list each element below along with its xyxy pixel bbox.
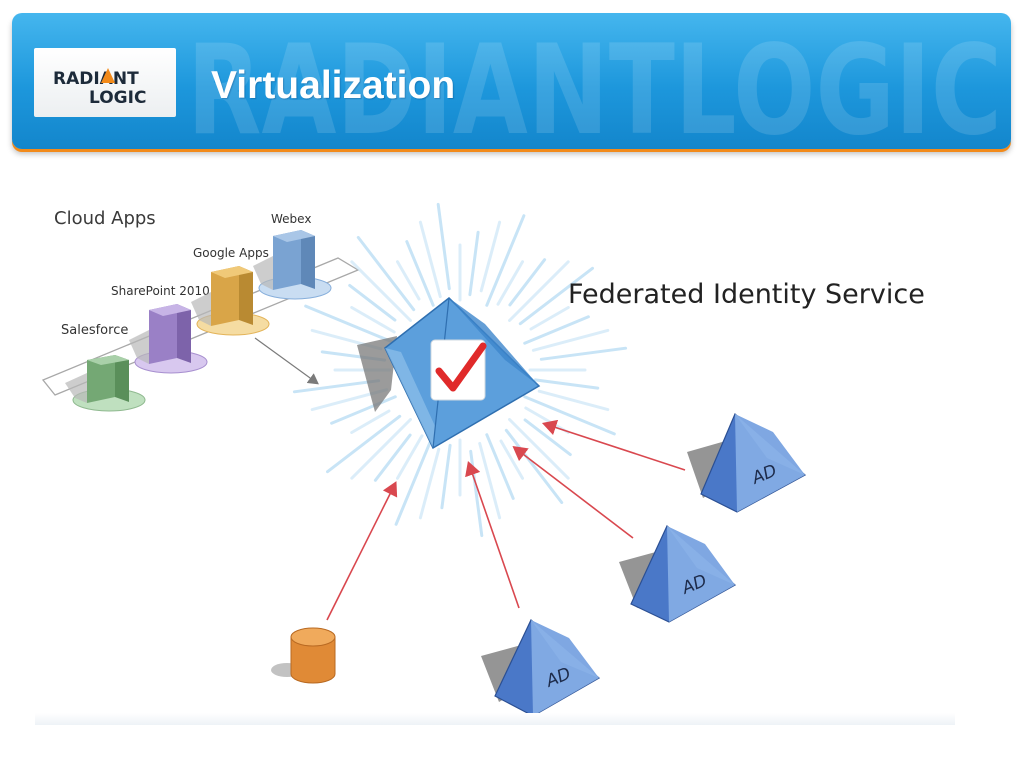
radiant-logic-logo: RADIANT LOGIC (34, 48, 176, 117)
burst-ray (485, 214, 526, 307)
burst-ray (508, 258, 547, 307)
burst-ray (496, 260, 524, 306)
burst-ray (531, 328, 610, 352)
database-icon (271, 627, 336, 684)
burst-ray (418, 220, 442, 299)
burst-ray (537, 389, 610, 412)
burst-ray (539, 346, 628, 361)
watermark-text: RADIANTLOGIC (187, 25, 1002, 145)
sharepoint-label: SharePoint 2010 (111, 284, 210, 298)
burst-ray (396, 434, 424, 480)
burst-ray (350, 260, 412, 322)
burst-ray (418, 447, 441, 520)
cloud-apps-arrow (254, 337, 319, 385)
burst-ray (350, 409, 391, 434)
checkbox-icon (430, 339, 486, 401)
ad-directory-3-icon: AD (481, 619, 601, 717)
logo-line2: LOGIC (89, 88, 146, 108)
salesforce-server-icon (65, 355, 146, 412)
brand-watermark: RADIANTLOGIC (187, 25, 1002, 145)
burst-ray (523, 418, 572, 457)
burst-ray (350, 418, 412, 480)
burst-ray (348, 283, 397, 322)
burst-ray (518, 266, 594, 326)
ad-arrow-1 (541, 419, 686, 471)
header-banner: RADIANTLOGIC RADIANT LOGIC Virtualizatio… (12, 13, 1011, 149)
federation-diagram: Cloud Apps Salesforce SharePoint 2010 (41, 202, 925, 717)
burst-ray (436, 202, 451, 291)
diagram-panel-shadow (35, 713, 955, 725)
database-arrow (326, 481, 398, 621)
webex-label: Webex (271, 212, 311, 226)
burst-ray (373, 433, 412, 482)
burst-ray (330, 395, 397, 425)
burst-ray (508, 418, 570, 480)
ad-arrow-2 (512, 446, 634, 539)
burst-ray (478, 441, 502, 520)
burst-ray (469, 449, 484, 538)
ad-directory-2-icon: AD (619, 525, 737, 623)
burst-ray (523, 395, 616, 436)
burst-ray (504, 428, 564, 504)
slide-title: Virtualization (211, 64, 456, 107)
burst-ray (396, 260, 421, 301)
cloud-apps-label: Cloud Apps (54, 208, 156, 229)
logo-mark: RADIANT LOGIC (53, 68, 146, 108)
burst-ray (304, 304, 397, 345)
webex-server-icon (253, 230, 332, 300)
google-apps-label: Google Apps (193, 246, 269, 260)
burst-ray (326, 414, 402, 474)
burst-ray (485, 433, 515, 500)
burst-ray (394, 433, 435, 526)
burst-ray (508, 260, 570, 322)
sharepoint-server-icon (129, 304, 208, 374)
burst-ray (479, 220, 502, 293)
burst-ray (499, 439, 524, 480)
ad-arrow-3 (465, 460, 520, 609)
burst-ray (533, 378, 600, 390)
federated-identity-service-icon (357, 297, 541, 450)
service-label: Federated Identity Service (568, 279, 925, 310)
burst-ray (529, 306, 570, 331)
burst-ray (440, 443, 452, 510)
burst-ray (468, 230, 480, 297)
checkmark-icon (435, 342, 487, 392)
burst-ray (350, 306, 396, 334)
logo-line1: RADIANT (53, 69, 139, 89)
burst-ray (356, 236, 416, 312)
burst-ray (523, 315, 590, 345)
salesforce-label: Salesforce (61, 323, 128, 338)
burst-ray (405, 240, 435, 307)
burst-ray (292, 379, 381, 394)
logo-triangle-icon (101, 68, 115, 83)
ad-directory-1-icon: AD (687, 413, 807, 513)
google-apps-server-icon (191, 266, 270, 336)
diagram-panel: Cloud Apps Salesforce SharePoint 2010 (35, 190, 955, 724)
